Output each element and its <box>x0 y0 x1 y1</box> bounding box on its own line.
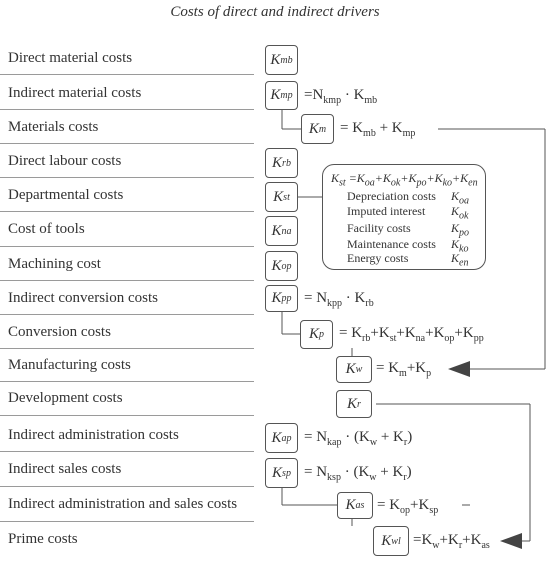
row-separator <box>0 143 254 144</box>
formula-k-as: = Kop+Ksp <box>377 497 439 516</box>
row-separator <box>0 74 254 75</box>
breakdown-label: Energy costs <box>347 251 409 265</box>
breakdown-label: Facility costs <box>347 221 411 235</box>
formula-k-pp: = Nkpp · Krb <box>304 290 374 309</box>
departmental-costs-breakdown: Kst =Koa+Kok+Kpo+Kko+Ken Depreciation co… <box>322 164 486 270</box>
breakdown-formula: Kst =Koa+Kok+Kpo+Kko+Ken <box>331 171 478 189</box>
formula-k-wl: =Kw+Kr+Kas <box>413 532 490 551</box>
row-separator <box>0 521 254 522</box>
breakdown-symbol: Kko <box>451 237 469 255</box>
arrow-head-manufacturing <box>448 361 470 377</box>
arrow-head-prime <box>500 533 522 549</box>
breakdown-label: Depreciation costs <box>347 189 436 203</box>
breakdown-label: Imputed interest <box>347 204 426 218</box>
row-label-departmental: Departmental costs <box>8 187 124 203</box>
formula-k-mp: =Nkmp · Kmb <box>304 87 378 106</box>
row-separator <box>0 314 254 315</box>
row-separator <box>0 415 254 416</box>
row-separator <box>0 109 254 110</box>
formula-k-ap: = Nkap · (Kw + Kr) <box>304 429 413 448</box>
breakdown-symbol: Ken <box>451 251 469 269</box>
breakdown-label: Maintenance costs <box>347 237 436 251</box>
row-separator <box>0 246 254 247</box>
formula-k-m: = Kmb + Kmp <box>340 120 416 139</box>
row-separator <box>0 211 254 212</box>
row-label-materials: Materials costs <box>8 119 99 135</box>
row-label-indirect-material: Indirect material costs <box>8 85 142 101</box>
diagram-title: Costs of direct and indirect drivers <box>170 4 380 20</box>
row-separator <box>0 451 254 452</box>
row-label-conversion: Conversion costs <box>8 324 111 340</box>
row-label-indirect-conversion: Indirect conversion costs <box>8 290 158 306</box>
row-label-machining: Machining cost <box>8 256 101 272</box>
row-separator <box>0 280 254 281</box>
row-label-development: Development costs <box>8 390 123 406</box>
row-separator <box>0 348 254 349</box>
breakdown-symbol: Kpo <box>451 221 470 239</box>
row-label-admin-and-sales: Indirect administration and sales costs <box>8 496 238 512</box>
row-label-prime: Prime costs <box>8 531 78 547</box>
formula-k-w: = Km+Kp <box>376 360 432 379</box>
breakdown-symbol: Koa <box>451 189 470 207</box>
row-label-direct-material: Direct material costs <box>8 50 133 66</box>
row-label-direct-labour: Direct labour costs <box>8 153 122 169</box>
row-label-tools: Cost of tools <box>8 221 85 237</box>
row-label-indirect-sales: Indirect sales costs <box>8 461 122 477</box>
row-separator <box>0 381 254 382</box>
row-separator <box>0 177 254 178</box>
row-separator <box>0 486 254 487</box>
formula-k-p: = Krb+Kst+Kna+Kop+Kpp <box>339 325 484 344</box>
breakdown-symbol: Kok <box>451 204 469 222</box>
row-label-indirect-administration: Indirect administration costs <box>8 427 179 443</box>
formula-k-sp: = Nksp · (Kw + Kr) <box>304 464 412 483</box>
row-label-manufacturing: Manufacturing costs <box>8 357 131 373</box>
